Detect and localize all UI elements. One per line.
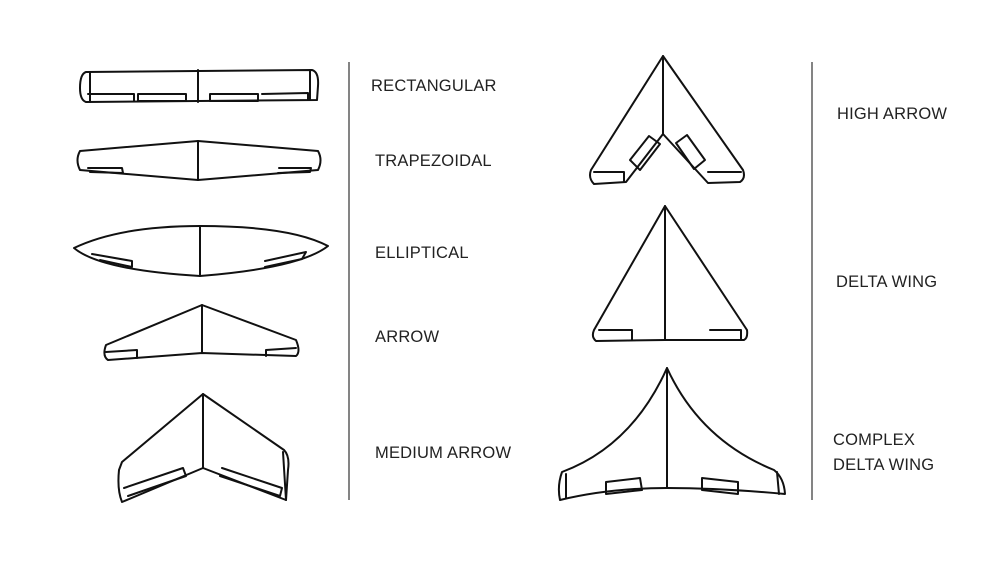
label-medium-arrow: MEDIUM ARROW bbox=[375, 444, 511, 462]
label-arrow: ARROW bbox=[375, 328, 439, 346]
label-high-arrow: HIGH ARROW bbox=[837, 105, 947, 123]
medium-arrow-wing bbox=[117, 393, 290, 503]
label-complex-delta-wing-line1: COMPLEX bbox=[833, 431, 915, 449]
label-trapezoidal: TRAPEZOIDAL bbox=[375, 152, 492, 170]
label-complex-delta-wing-line2: DELTA WING bbox=[833, 456, 934, 474]
elliptical-wing bbox=[73, 225, 329, 277]
label-delta-wing: DELTA WING bbox=[836, 273, 937, 291]
high-arrow-wing bbox=[589, 55, 745, 185]
trapezoidal-wing bbox=[76, 140, 322, 181]
label-elliptical: ELLIPTICAL bbox=[375, 244, 469, 262]
complex-delta-wing bbox=[557, 367, 786, 501]
label-rectangular: RECTANGULAR bbox=[371, 77, 497, 95]
delta-wing bbox=[591, 205, 749, 342]
rectangular-wing bbox=[79, 69, 320, 103]
arrow-wing bbox=[103, 304, 300, 361]
